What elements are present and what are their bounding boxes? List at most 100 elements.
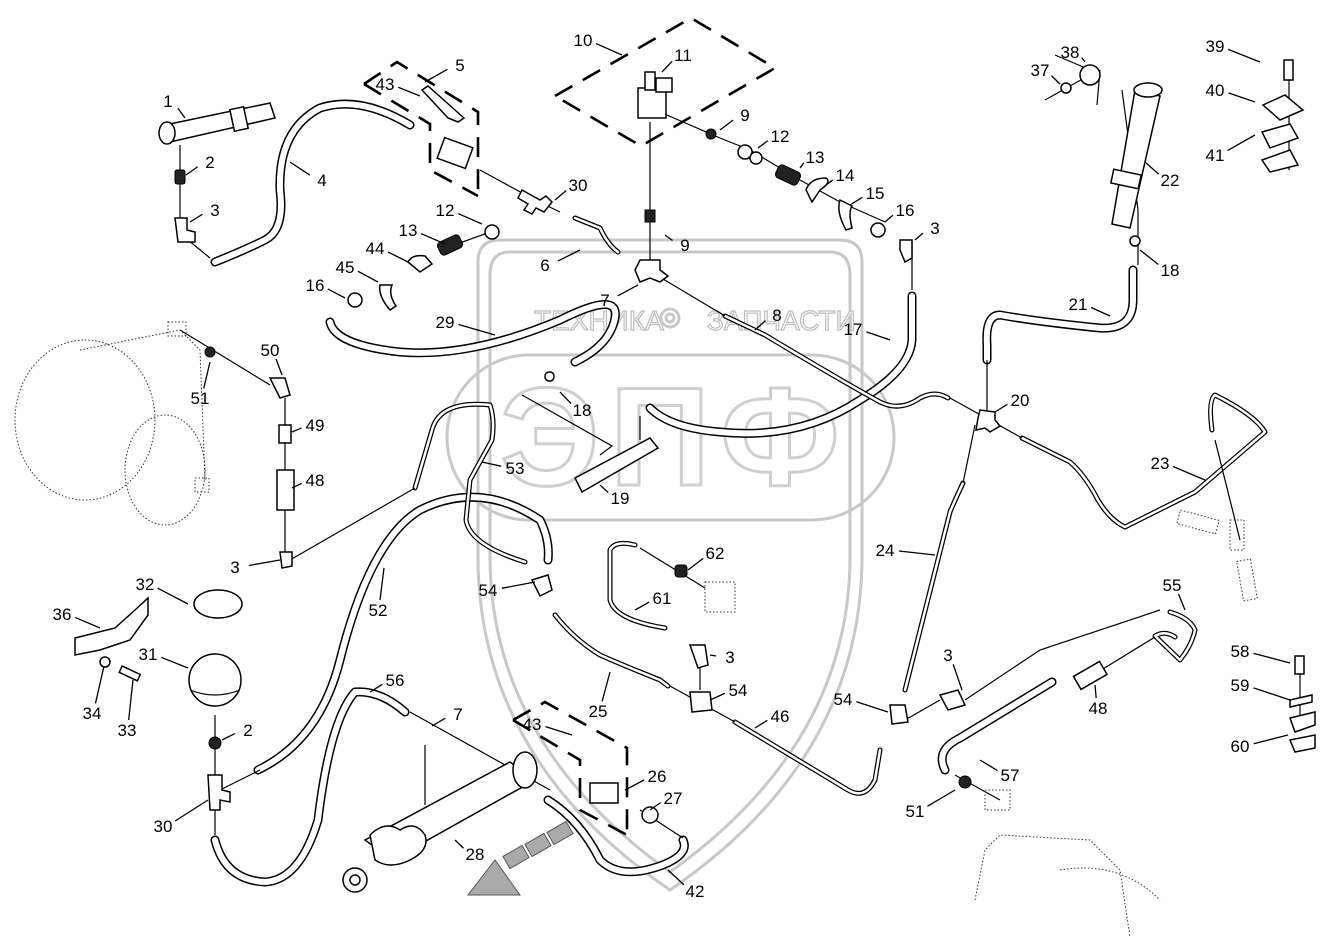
callout-label-48: 48 <box>1089 699 1108 718</box>
callout-leader-18 <box>559 391 572 405</box>
part-22-cylinder <box>1109 82 1163 229</box>
part-9-nut <box>705 128 717 140</box>
callout-label-21: 21 <box>1069 295 1088 314</box>
callout-leader-26 <box>624 779 645 791</box>
part-12-nut <box>737 144 753 160</box>
callout-label-7: 7 <box>600 291 609 310</box>
part-62-fitting <box>674 564 688 578</box>
callout-label-2: 2 <box>243 721 252 740</box>
callout-label-12: 12 <box>436 201 455 220</box>
part-26-valve <box>589 782 619 804</box>
part-16-adapter <box>870 222 886 238</box>
parts <box>14 59 1316 937</box>
callout-leader-58 <box>1253 652 1291 664</box>
callout-label-5: 5 <box>455 56 464 75</box>
callout-leader-55 <box>1177 593 1186 611</box>
part-9-fitting-b <box>644 209 656 223</box>
callout-leader-9 <box>719 119 734 131</box>
callout-leader-11 <box>661 60 673 73</box>
part-51-nut <box>204 346 216 358</box>
part-50-elbow <box>268 377 291 399</box>
callout-leader-12 <box>757 140 769 149</box>
callout-label-22: 22 <box>1161 171 1180 190</box>
callout-label-42: 42 <box>686 882 705 901</box>
callout-label-28: 28 <box>466 845 485 864</box>
callout-leader-7 <box>431 717 446 727</box>
ghost-axle-right <box>974 789 1161 937</box>
callout-leader-49 <box>291 427 302 433</box>
callout-label-30: 30 <box>154 817 173 836</box>
callout-label-41: 41 <box>1206 146 1225 165</box>
callout-leader-24 <box>898 550 936 556</box>
callout-leader-13 <box>420 232 446 245</box>
watermark-shield-outer <box>476 238 864 892</box>
part-43-lever <box>420 85 466 123</box>
callout-leader-9 <box>664 234 673 242</box>
callout-label-43: 43 <box>376 75 395 94</box>
callout-leader-6 <box>557 249 581 262</box>
callout-label-13: 13 <box>806 148 825 167</box>
callout-leader-28 <box>454 839 464 849</box>
callout-leader-43 <box>398 86 421 97</box>
callout-label-16: 16 <box>306 276 325 295</box>
callout-leader-54 <box>501 581 536 589</box>
part-59-plate <box>1289 694 1313 708</box>
callout-leader-59 <box>1253 687 1291 701</box>
ghost-valve-center <box>704 581 736 613</box>
callout-label-13: 13 <box>399 221 418 240</box>
callout-leader-54 <box>709 692 726 701</box>
callout-label-36: 36 <box>53 605 72 624</box>
callout-leader-51 <box>927 789 956 807</box>
callout-leader-52 <box>379 567 385 601</box>
callout-leader-21 <box>1090 306 1111 317</box>
callout-leader-2 <box>221 733 236 741</box>
callout-label-53: 53 <box>506 459 525 478</box>
callout-label-29: 29 <box>436 313 455 332</box>
callout-label-18: 18 <box>573 401 592 420</box>
callout-label-38: 38 <box>1061 43 1080 62</box>
callout-label-60: 60 <box>1231 737 1250 756</box>
callout-leader-3 <box>248 559 281 567</box>
callout-label-51: 51 <box>906 802 925 821</box>
callout-label-2: 2 <box>205 153 214 172</box>
callout-label-27: 27 <box>664 789 683 808</box>
callout-label-52: 52 <box>369 601 388 620</box>
callout-label-32: 32 <box>136 575 155 594</box>
part-16-adapter-b <box>347 292 363 308</box>
part-44-cap <box>407 254 434 273</box>
callout-leader-19 <box>599 484 609 494</box>
callout-leader-3 <box>914 232 924 241</box>
callout-leader-4 <box>289 161 311 176</box>
callout-label-17: 17 <box>844 320 863 339</box>
callout-label-40: 40 <box>1206 81 1225 100</box>
part-1-cylinder <box>158 102 276 145</box>
callout-leader-54 <box>856 701 889 713</box>
callout-label-48: 48 <box>306 471 325 490</box>
callout-label-16: 16 <box>896 201 915 220</box>
part-41-clamp <box>1260 123 1300 173</box>
callout-label-10: 10 <box>574 31 593 50</box>
callout-leader-1 <box>177 107 186 119</box>
part-18-washer <box>1129 235 1141 247</box>
callout-leader-7 <box>617 284 639 297</box>
part-7-tee <box>634 259 670 283</box>
part-14-cap <box>805 177 829 204</box>
group-box-10 <box>552 16 778 148</box>
part-3-elbow-d <box>688 644 709 669</box>
callout-leader-15 <box>849 196 863 206</box>
callout-label-24: 24 <box>876 541 895 560</box>
callout-label-33: 33 <box>118 721 137 740</box>
callout-label-9: 9 <box>740 106 749 125</box>
group-box-5 <box>363 60 480 198</box>
part-27-nut <box>641 806 659 824</box>
callout-leader-29 <box>458 323 496 336</box>
part-19-cylinder <box>574 437 660 494</box>
callout-label-8: 8 <box>772 306 781 325</box>
watermark-gear-icon <box>659 307 681 329</box>
direction-arrow-icon <box>466 820 574 896</box>
callout-label-39: 39 <box>1206 37 1225 56</box>
callout-leader-60 <box>1253 734 1289 745</box>
callout-leader-36 <box>74 616 101 629</box>
callout-leader-51 <box>203 361 211 389</box>
